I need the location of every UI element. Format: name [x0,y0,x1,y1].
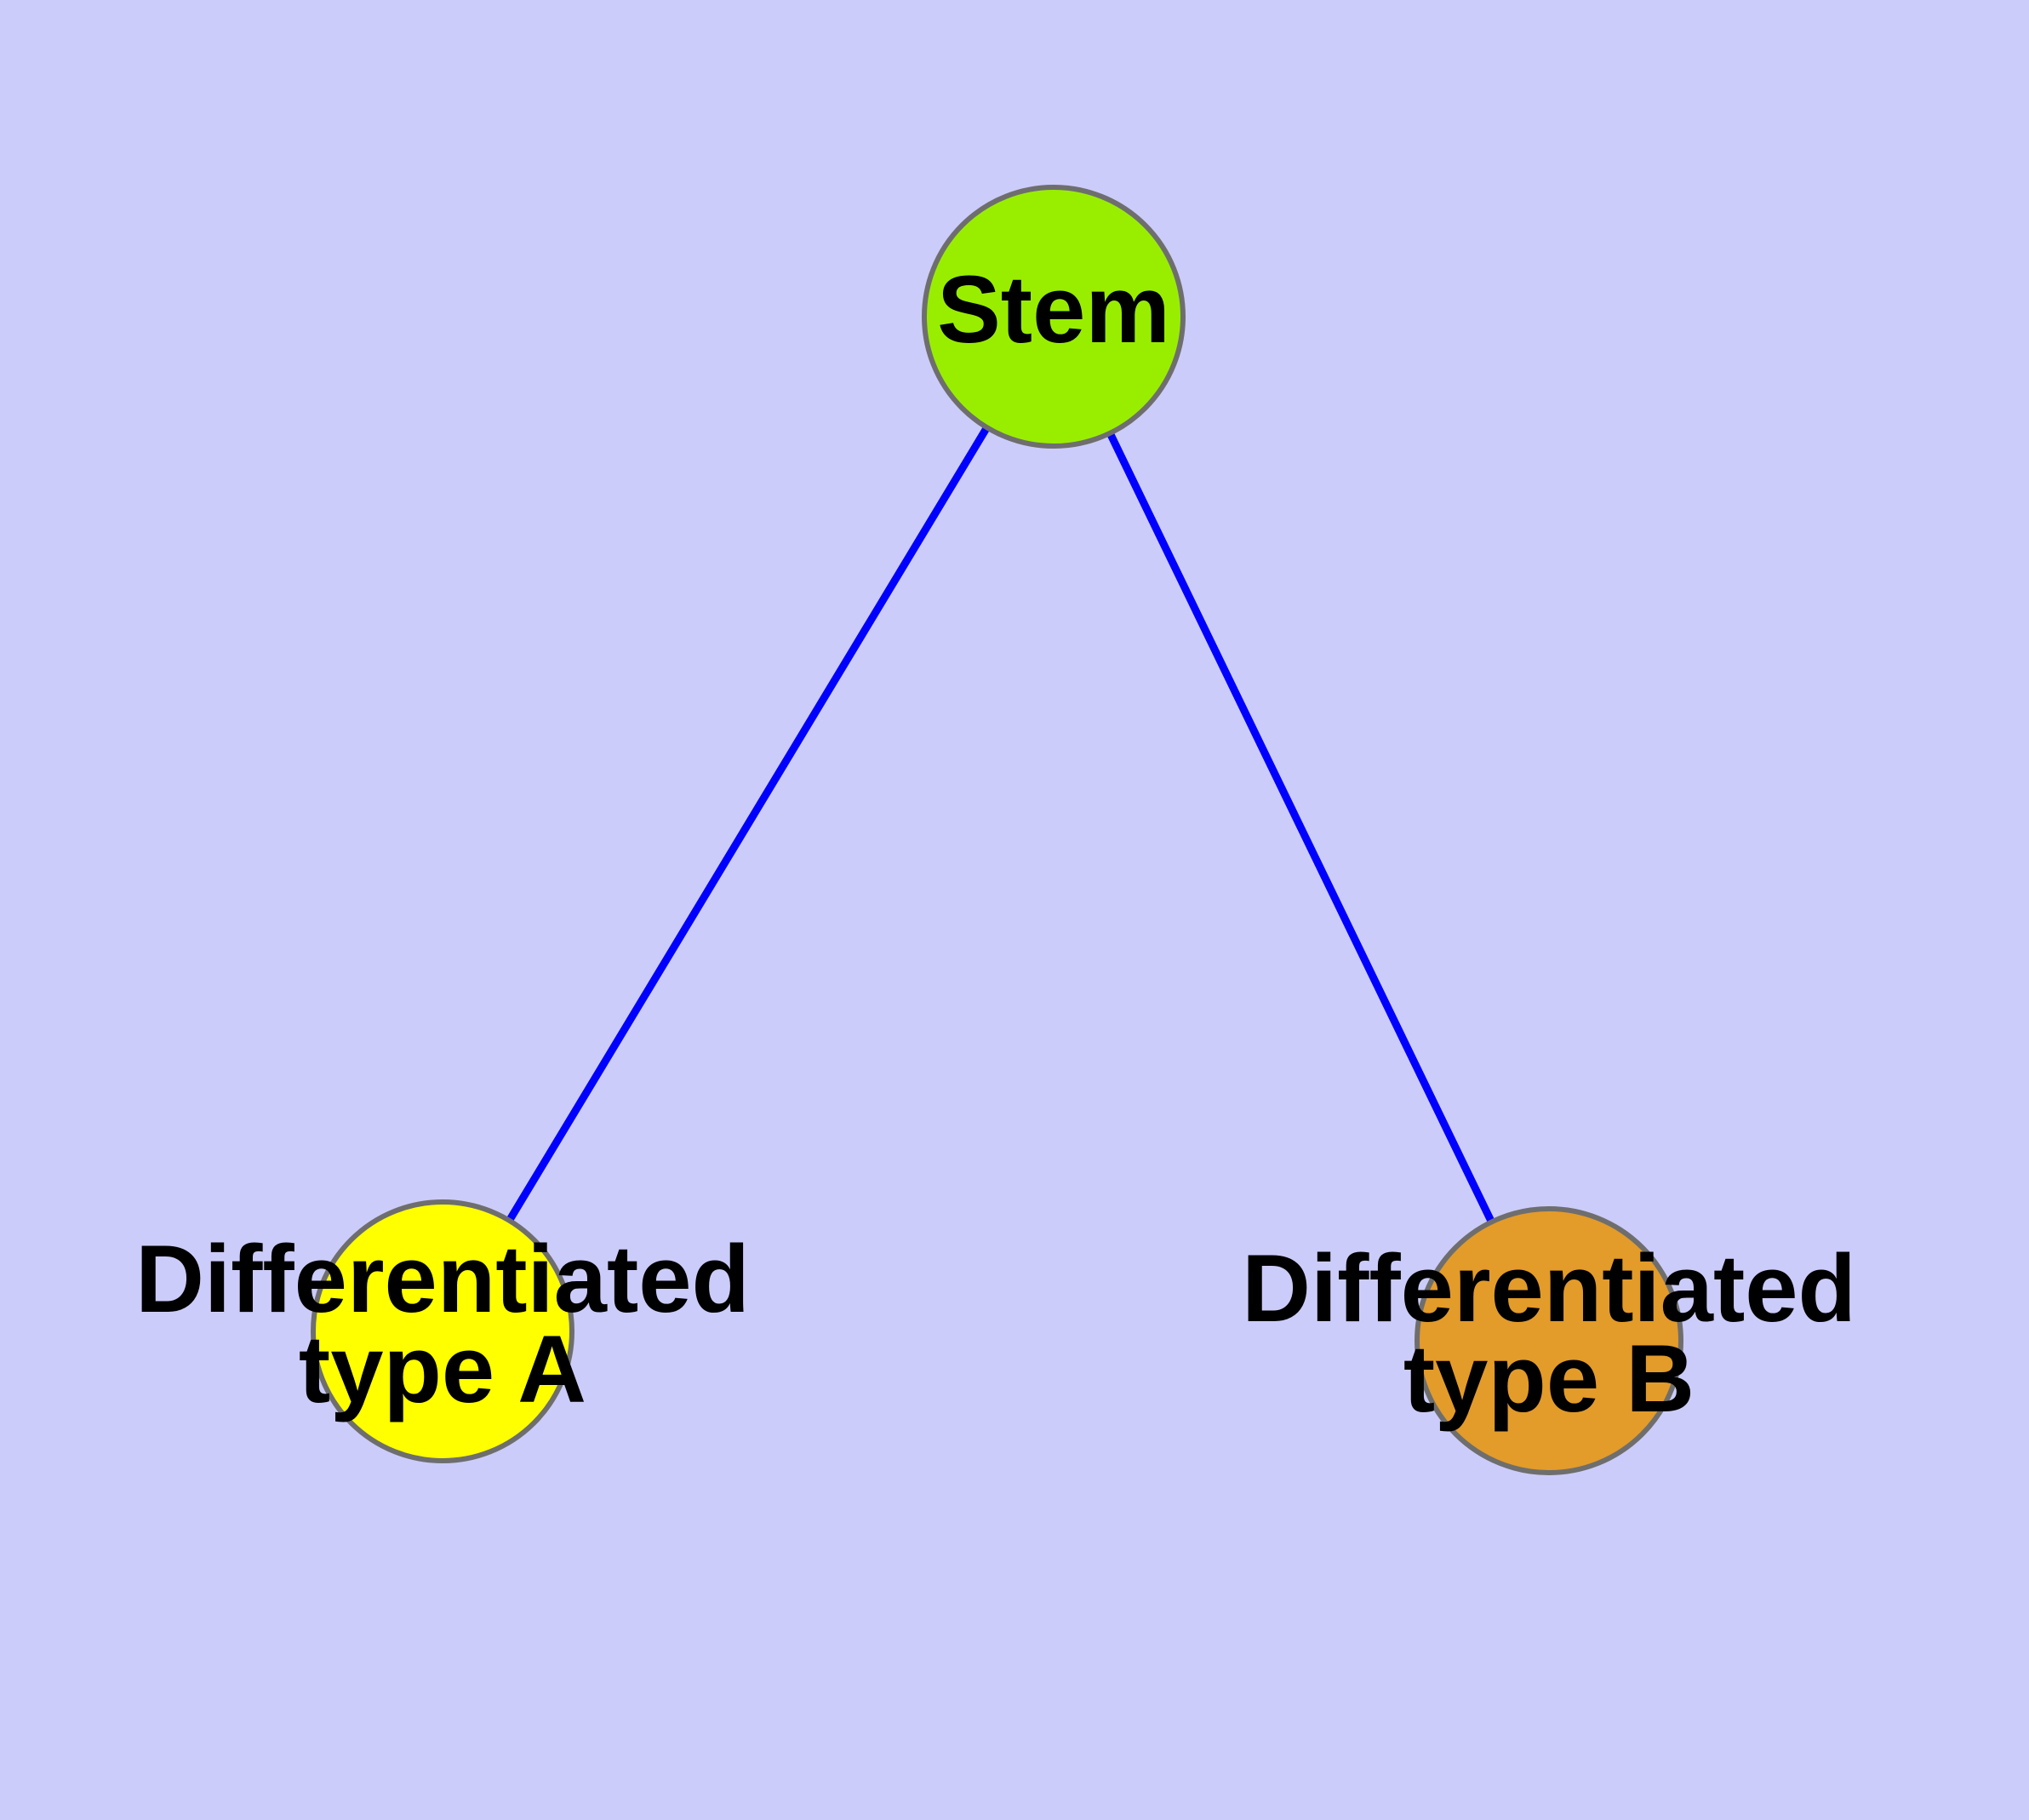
label-line: Differentiated [135,1225,750,1331]
graph-node-diff_b[interactable] [1415,1206,1683,1475]
graph-edge-stem-diff_a[interactable] [506,425,991,1223]
label-line: type A [299,1316,586,1422]
edges-layer [506,425,1495,1224]
graph-edge-stem-diff_b[interactable] [1106,431,1495,1224]
graph-node-stem[interactable] [922,185,1186,449]
label-line: Differentiated [1242,1234,1856,1341]
graph-node-diff_a[interactable] [311,1199,574,1463]
nodes-layer [311,185,1683,1475]
graph-node-label-stem: Stem [937,256,1170,363]
label-line: type B [1403,1325,1695,1432]
label-line: Stem [937,256,1170,363]
